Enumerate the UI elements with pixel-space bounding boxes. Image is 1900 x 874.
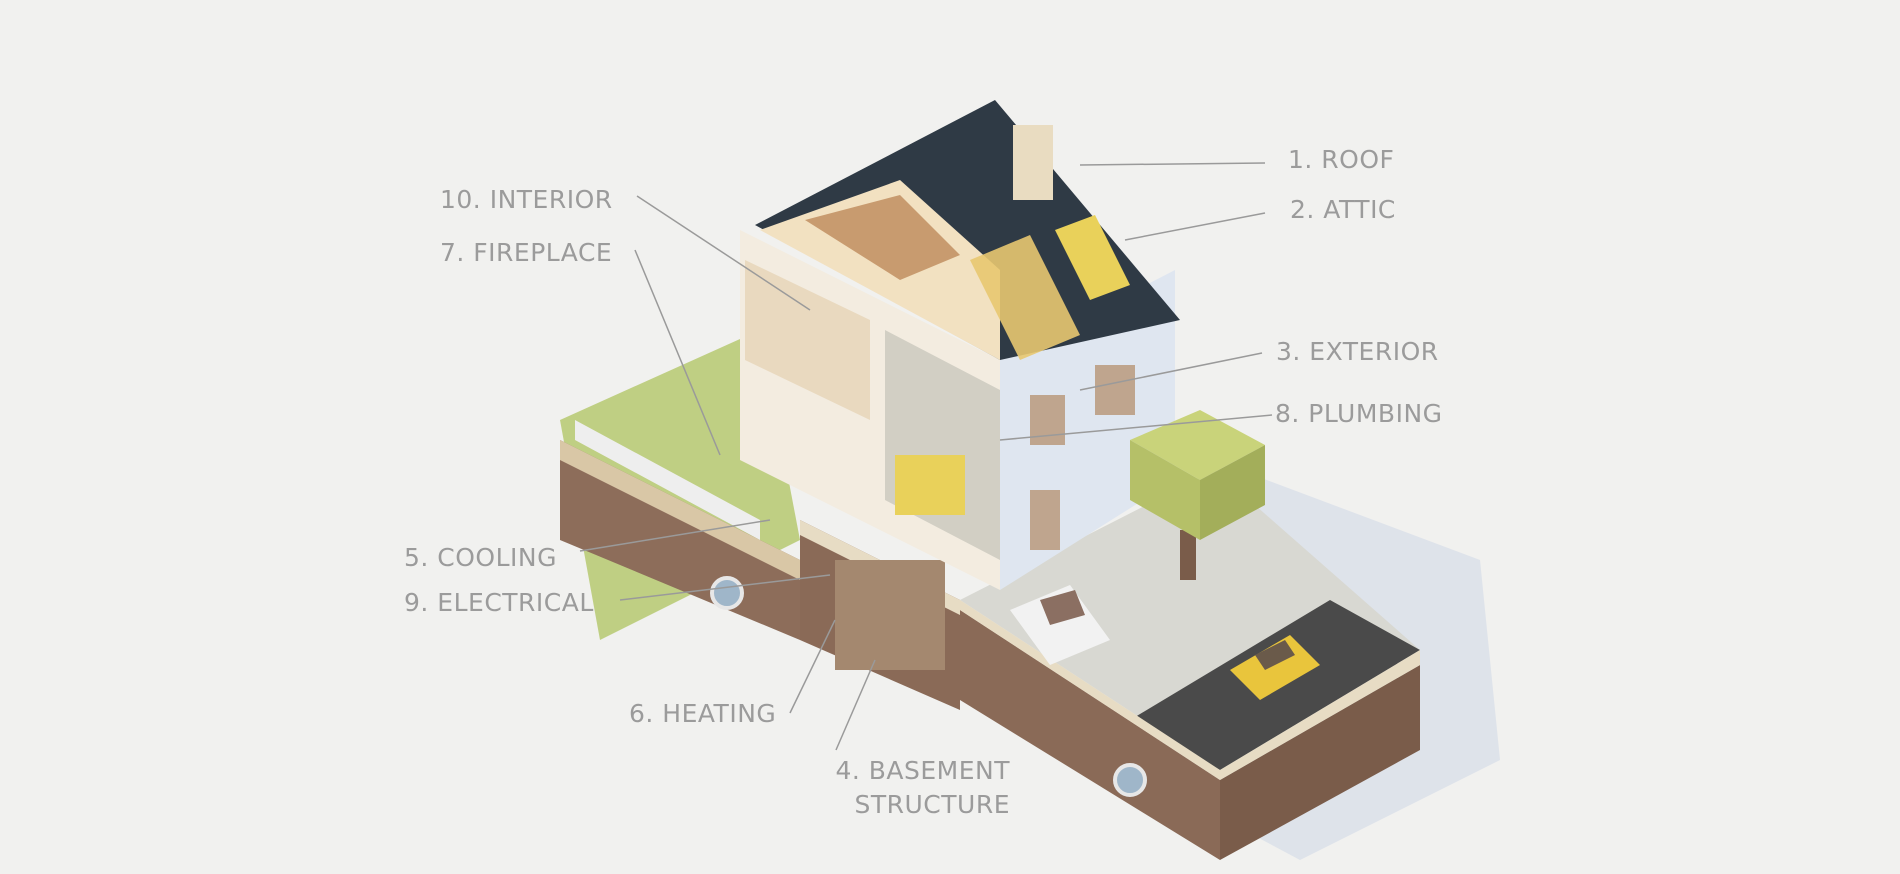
leader-roof (1079, 162, 1266, 166)
white-car (1010, 585, 1110, 665)
label-fireplace: 7. FIREPLACE (440, 238, 613, 267)
house-roof (755, 100, 1180, 360)
label-roof: 1. ROOF (1288, 145, 1395, 174)
leader-fireplace (634, 249, 721, 456)
basement-block (800, 520, 960, 710)
label-interior: 10. INTERIOR (440, 185, 613, 214)
pipe-left (710, 576, 744, 610)
leader-attic (1124, 212, 1266, 241)
label-basement-line2: STRUCTURE (854, 790, 1010, 819)
yard-tree (1130, 410, 1265, 580)
label-heating: 6. HEATING (629, 699, 777, 728)
label-attic: 2. ATTIC (1290, 195, 1396, 224)
label-cooling: 5. COOLING (404, 543, 557, 572)
leader-basement (835, 659, 876, 751)
leader-exterior (1079, 352, 1263, 391)
label-exterior: 3. EXTERIOR (1276, 337, 1439, 366)
label-electrical: 9. ELECTRICAL (404, 588, 594, 617)
leader-heating (789, 619, 836, 714)
yellow-taxi (1230, 635, 1320, 700)
label-basement-structure: 4. BASEMENT STRUCTURE (820, 754, 1010, 822)
label-basement-line1: 4. BASEMENT (835, 756, 1010, 785)
leader-lines (579, 162, 1273, 751)
garden-fence (575, 420, 760, 540)
leader-plumbing (999, 414, 1273, 441)
leader-interior (636, 195, 811, 311)
leader-electrical (619, 574, 831, 601)
leader-cooling (579, 519, 771, 552)
label-plumbing: 8. PLUMBING (1275, 399, 1443, 428)
